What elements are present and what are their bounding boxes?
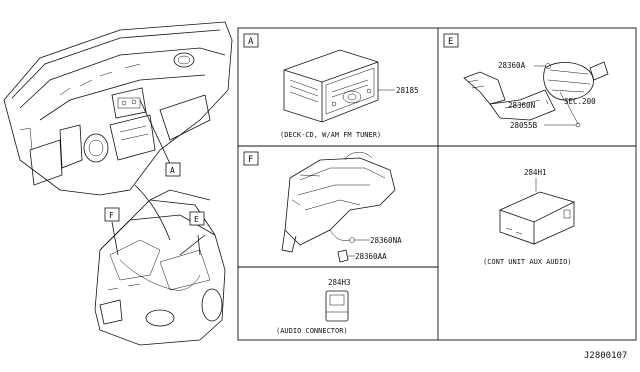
exhaust-catalyst-assembly	[463, 61, 609, 128]
part-number-284h1: 284H1	[524, 168, 547, 177]
part-number-284h3: 284H3	[328, 278, 351, 287]
part-number-28360n: 28360N	[508, 101, 535, 110]
panel-grid	[237, 27, 637, 341]
engine-bay-illustration: F E	[94, 184, 226, 346]
panel-audio-connector: 284H3 (AUDIO CONNECTOR)	[276, 278, 351, 335]
audio-connector-part	[325, 290, 349, 322]
panel-aux-caption: (CONT UNIT AUX AUDIO)	[483, 258, 572, 266]
aux-audio-unit-box	[498, 191, 576, 245]
callout-label-f-overview: F	[109, 211, 114, 220]
panel-e-label-box	[443, 33, 459, 48]
panel-a: A 28185 (DECK-CD, W/AM FM TUNER)	[243, 33, 419, 139]
panel-a-caption: (DECK-CD, W/AM FM TUNER)	[280, 131, 381, 139]
sec-200-reference: SEC.200	[564, 97, 596, 106]
panel-f-label-box	[243, 151, 259, 166]
part-number-28360aa: 28360AA	[355, 252, 387, 261]
callout-box-a	[165, 162, 181, 177]
callout-box-f-overview	[104, 207, 120, 222]
panel-e-label: E	[448, 37, 453, 47]
callout-box-e-overview	[189, 211, 205, 226]
panel-a-label: A	[248, 37, 254, 47]
part-number-28055b: 28055B	[510, 121, 538, 130]
part-number-28360a: 28360A	[498, 61, 526, 70]
diagram-id: J2800107	[584, 351, 627, 361]
callout-label-a: A	[170, 166, 175, 175]
panel-a-label-box	[243, 33, 259, 48]
panel-aux-control-unit: 284H1 (CONT UNIT AUX AUDIO)	[483, 168, 576, 266]
antenna-cable-routing	[281, 152, 396, 263]
panel-conn-caption: (AUDIO CONNECTOR)	[276, 327, 348, 335]
panel-f: F 28360NA 28360AA	[243, 151, 402, 263]
panel-f-label: F	[248, 155, 253, 165]
part-number-28185: 28185	[396, 86, 419, 95]
callout-label-e-overview: E	[194, 215, 199, 224]
panel-e: E 28360A 28360N SEC.200 28055B	[443, 33, 609, 130]
dashboard-illustration: A	[3, 21, 233, 196]
cd-deck-unit	[283, 49, 379, 123]
part-number-28360na: 28360NA	[370, 236, 402, 245]
